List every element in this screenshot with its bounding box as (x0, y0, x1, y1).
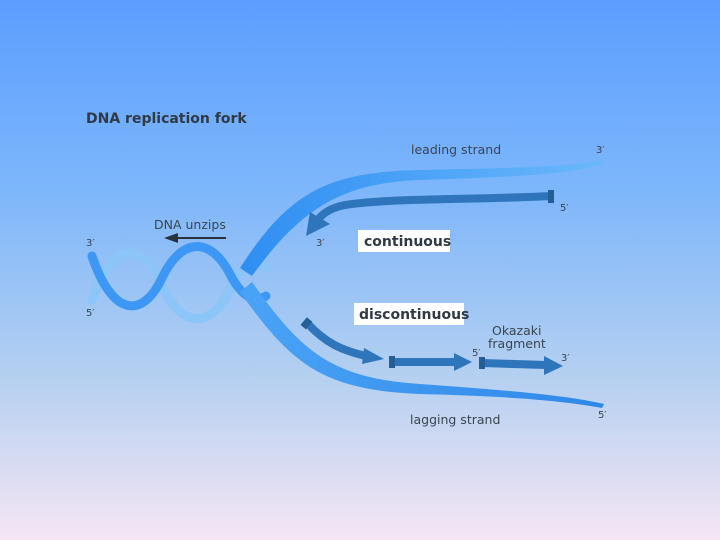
okazaki-fragment-2-start-cap (389, 356, 395, 368)
new-leading-strand (306, 190, 554, 236)
dna-unzips-label: DNA unzips (154, 217, 226, 232)
end-okazaki-end: 3′ (561, 353, 570, 364)
end-left-top: 3′ (86, 238, 95, 249)
okazaki-fragment-1-body (305, 321, 367, 360)
continuous-label: continuous (364, 234, 451, 250)
unzip-arrow (164, 233, 226, 243)
okazaki-fragment-1-start-cap (300, 317, 313, 330)
double-helix (87, 242, 271, 324)
unzip-arrowhead (164, 233, 178, 243)
end-new-leading-end: 3′ (316, 238, 325, 249)
end-okazaki-start: 5′ (472, 348, 481, 359)
okazaki-label-line1: Okazaki (492, 323, 541, 338)
new-leading-body (314, 192, 553, 223)
okazaki-fragment-3-start-cap (479, 357, 485, 369)
okazaki-label-line2: fragment (488, 336, 546, 351)
diagram-title: DNA replication fork (86, 111, 247, 127)
leading-strand-label: leading strand (411, 142, 501, 157)
lagging-strand-label: lagging strand (410, 412, 500, 427)
end-lagging-right: 5′ (598, 410, 607, 421)
parent-lagging-strand (240, 282, 604, 408)
okazaki-fragment-3-arrowhead (544, 356, 563, 375)
end-left-bottom: 5′ (86, 308, 95, 319)
parent-leading-strand (240, 160, 604, 276)
okazaki-fragment-2-arrowhead (454, 353, 472, 371)
okazaki-fragment-1-arrowhead (362, 348, 384, 364)
new-leading-arrowhead (306, 212, 330, 236)
continuous-label-box (358, 230, 450, 252)
end-new-leading-start: 5′ (560, 203, 569, 214)
new-leading-start-cap (548, 190, 554, 203)
discontinuous-label-box (354, 303, 464, 325)
end-leading-right: 3′ (596, 145, 605, 156)
okazaki-fragments (300, 317, 563, 375)
discontinuous-label: discontinuous (359, 307, 469, 323)
okazaki-fragment-3-body (481, 359, 547, 369)
